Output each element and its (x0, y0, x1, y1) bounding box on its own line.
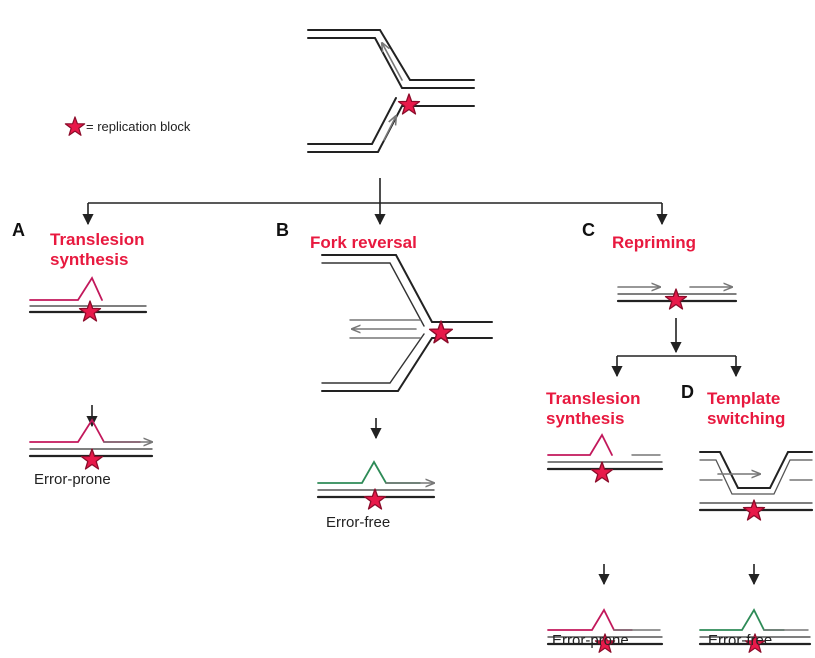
panel-c-title: Repriming (612, 233, 697, 252)
panel-d-template-switch (698, 451, 814, 521)
star-icon (590, 461, 614, 483)
panel-a-outcome: Error-prone (34, 471, 111, 488)
panel-b-title: Fork reversal (310, 233, 417, 252)
panel-b-reversed-fork (321, 254, 493, 392)
star-icon (64, 116, 86, 136)
panel-c-sub-title-line2: synthesis (546, 409, 625, 428)
panel-d-letter: D (681, 382, 694, 402)
panel-b-result (316, 460, 436, 510)
panel-a-result (28, 418, 154, 470)
panel-c-result (546, 608, 664, 653)
panel-b-letter: B (276, 220, 289, 240)
panel-a-letter: A (12, 220, 25, 240)
pathway-branches (82, 178, 668, 226)
panel-a-title-line1: Translesion (50, 230, 145, 249)
star-icon (363, 488, 387, 510)
panel-c-translesion (546, 433, 664, 483)
panel-d-title-line2: switching (707, 409, 786, 428)
panel-c-repriming (616, 287, 738, 310)
star-icon (428, 320, 454, 344)
panel-c-branches (611, 318, 742, 378)
panel-a-lesion (28, 276, 148, 322)
panel-c-sub-title-line1: Translesion (546, 389, 641, 408)
star-icon (78, 300, 102, 322)
star-icon (80, 448, 104, 470)
panel-d-title-line1: Template (707, 389, 781, 408)
panel-c-letter: C (582, 220, 595, 240)
legend-label: = replication block (86, 119, 191, 134)
replication-fork-top (307, 29, 475, 153)
panel-b-outcome: Error-free (326, 514, 391, 531)
panel-d-outcome: Error-free (708, 632, 773, 649)
star-icon (664, 288, 688, 310)
panel-d-result (698, 608, 812, 653)
panel-a-title-line2: synthesis (50, 250, 129, 269)
star-icon (397, 93, 421, 115)
panel-c-sub-outcome: Error-prone (552, 632, 629, 649)
